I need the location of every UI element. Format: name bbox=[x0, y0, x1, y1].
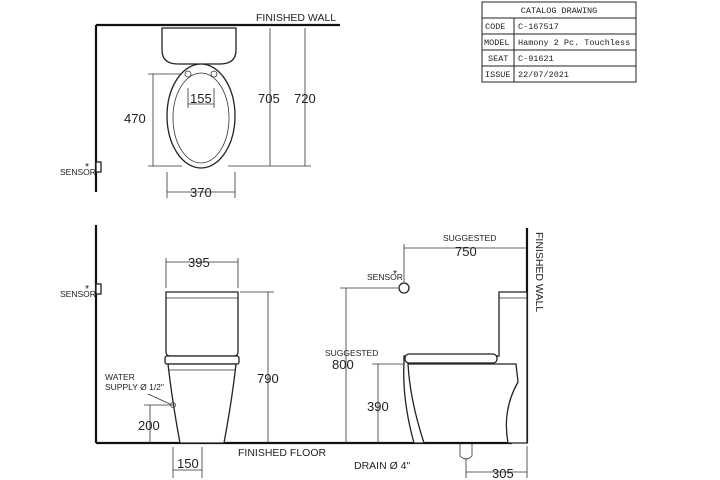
table-key-seat: SEAT bbox=[488, 54, 508, 64]
suggested-label-top: SUGGESTED bbox=[443, 233, 496, 243]
water-supply-label-2: SUPPLY Ø 1/2" bbox=[105, 382, 164, 392]
dim-395: 395 bbox=[188, 255, 210, 270]
hinge-left bbox=[184, 70, 192, 78]
suggested-label-side: SUGGESTED bbox=[325, 348, 378, 358]
table-title: CATALOG DRAWING bbox=[521, 6, 598, 16]
table-value-issue: 22/07/2021 bbox=[518, 70, 569, 80]
finished-wall-side-label: FINISHED WALL bbox=[533, 232, 545, 312]
sensor-label-side: SENSOR bbox=[367, 272, 403, 282]
finished-floor-label: FINISHED FLOOR bbox=[238, 447, 327, 459]
bowl-outer-outline bbox=[166, 63, 236, 169]
hinge-right bbox=[210, 70, 218, 78]
table-value-code: C-167517 bbox=[518, 22, 559, 32]
sensor-label-front: SENSOR bbox=[60, 289, 96, 299]
dim-750: 750 bbox=[455, 244, 477, 259]
table-border bbox=[481, 1, 637, 83]
dim-155: 155 bbox=[190, 91, 212, 106]
tank-top-outline bbox=[161, 27, 237, 65]
sensor-mark-front: * bbox=[85, 283, 89, 295]
table-value-model: Hamony 2 Pc. Touchless bbox=[518, 38, 630, 48]
table-key-code: CODE bbox=[485, 22, 505, 32]
table-key-issue: ISSUE bbox=[485, 70, 511, 80]
sensor-mark-top: * bbox=[85, 161, 89, 173]
dim-390: 390 bbox=[367, 399, 389, 414]
table-value-seat: C-91621 bbox=[518, 54, 554, 64]
dim-470: 470 bbox=[124, 111, 146, 126]
dim-720: 720 bbox=[294, 91, 316, 106]
seat-front bbox=[164, 355, 240, 365]
sensor-label-top: SENSOR bbox=[60, 167, 96, 177]
finished-wall-top-label: FINISHED WALL bbox=[256, 12, 336, 24]
side-view: FINISHED WALL SENSOR * SUGGESTED 750 SUG… bbox=[325, 228, 545, 480]
front-view: FINISHED FLOOR SENSOR * 395 790 WATER SU… bbox=[60, 225, 512, 478]
water-supply-label-1: WATER bbox=[105, 372, 135, 382]
sensor-icon bbox=[398, 282, 410, 294]
drain-pipe bbox=[459, 443, 473, 460]
toilet-side-outline bbox=[403, 291, 528, 444]
dim-790: 790 bbox=[257, 371, 279, 386]
catalog-table: CATALOG DRAWING CODE C-167517 MODEL Hamo… bbox=[481, 1, 637, 83]
seat-side bbox=[404, 353, 498, 364]
sensor-icon bbox=[95, 161, 102, 173]
dim-370: 370 bbox=[190, 185, 212, 200]
dim-800: 800 bbox=[332, 357, 354, 372]
bowl-front-outline bbox=[167, 363, 237, 444]
sensor-icon bbox=[95, 283, 102, 295]
dim-305: 305 bbox=[492, 466, 514, 480]
dim-200: 200 bbox=[138, 418, 160, 433]
drain-label: DRAIN Ø 4" bbox=[354, 460, 411, 472]
top-view: FINISHED WALL SENSOR * 155 470 705 720 bbox=[60, 12, 340, 200]
tank-front-outline bbox=[165, 291, 239, 357]
dim-150: 150 bbox=[177, 456, 199, 471]
dim-705: 705 bbox=[258, 91, 280, 106]
bowl-inner-outline bbox=[172, 72, 230, 164]
sensor-mark-side: * bbox=[393, 268, 397, 280]
table-key-model: MODEL bbox=[484, 38, 510, 48]
